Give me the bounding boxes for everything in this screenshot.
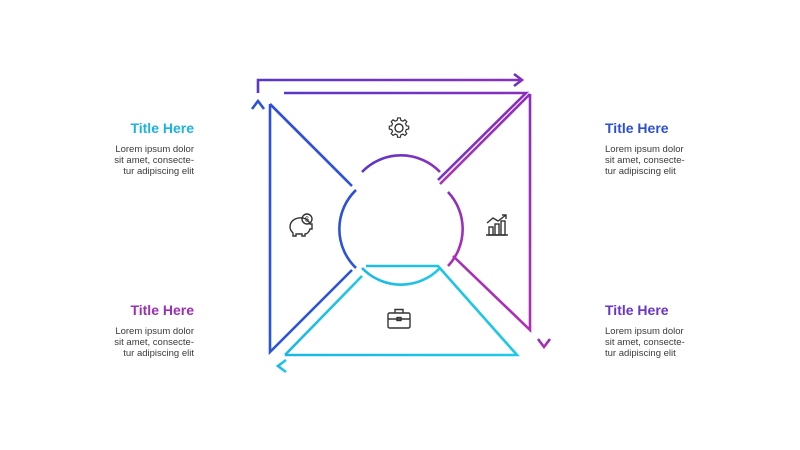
right-triangle (452, 94, 532, 334)
block-title: Title Here (605, 120, 669, 136)
bottom-triangle (285, 264, 520, 357)
right-arc (447, 191, 464, 267)
bottom-triangle-left-edge (284, 275, 363, 356)
block-body-line: Lorem ipsum dolor (115, 326, 194, 337)
block-body: Lorem ipsum dolor sit amet, consecte- tu… (54, 144, 194, 177)
block-body-line: tur adipiscing elit (605, 348, 676, 359)
piggy-bank-icon: $ (289, 213, 313, 237)
block-body-line: sit amet, consecte- (605, 155, 685, 166)
right-arrow-head (536, 338, 552, 350)
bottom-arc (361, 267, 441, 286)
segment-left (250, 98, 357, 366)
dollar-sign: $ (305, 217, 309, 224)
block-body-line: sit amet, consecte- (114, 337, 194, 348)
segment-right (439, 80, 552, 350)
text-block-bottom-left: Title Here Lorem ipsum dolor sit amet, c… (54, 302, 194, 359)
left-arrow-head (250, 98, 266, 110)
block-body: Lorem ipsum dolor sit amet, consecte- tu… (54, 326, 194, 359)
segment-bottom (275, 264, 544, 374)
block-body-line: tur adipiscing elit (123, 166, 194, 177)
gear-icon (388, 117, 410, 138)
segment-top (256, 72, 530, 183)
left-triangle (268, 104, 353, 356)
block-title: Title Here (605, 302, 669, 318)
block-body-line: Lorem ipsum dolor (115, 144, 194, 155)
bottom-arrow-head (275, 358, 287, 374)
top-arrow-head (513, 72, 525, 88)
block-body-line: sit amet, consecte- (114, 155, 194, 166)
text-block-top-right: Title Here Lorem ipsum dolor sit amet, c… (605, 120, 745, 177)
left-triangle-top-edge (269, 103, 353, 187)
right-triangle-top-edge (439, 93, 531, 185)
block-body-line: tur adipiscing elit (605, 166, 676, 177)
block-title: Title Here (130, 302, 194, 318)
block-body-line: Lorem ipsum dolor (605, 326, 684, 337)
briefcase-icon (387, 308, 411, 329)
block-body: Lorem ipsum dolor sit amet, consecte- tu… (605, 144, 745, 177)
top-arrow-outer (256, 78, 522, 93)
block-title: Title Here (130, 120, 194, 136)
block-body-line: sit amet, consecte- (605, 337, 685, 348)
left-arc (338, 189, 357, 269)
block-body-line: tur adipiscing elit (123, 348, 194, 359)
block-body-line: Lorem ipsum dolor (605, 144, 684, 155)
top-triangle (284, 91, 530, 181)
block-body: Lorem ipsum dolor sit amet, consecte- tu… (605, 326, 745, 359)
top-arc (361, 154, 441, 173)
text-block-bottom-right: Title Here Lorem ipsum dolor sit amet, c… (605, 302, 745, 359)
growth-chart-icon (486, 214, 508, 236)
text-block-top-left: Title Here Lorem ipsum dolor sit amet, c… (54, 120, 194, 177)
